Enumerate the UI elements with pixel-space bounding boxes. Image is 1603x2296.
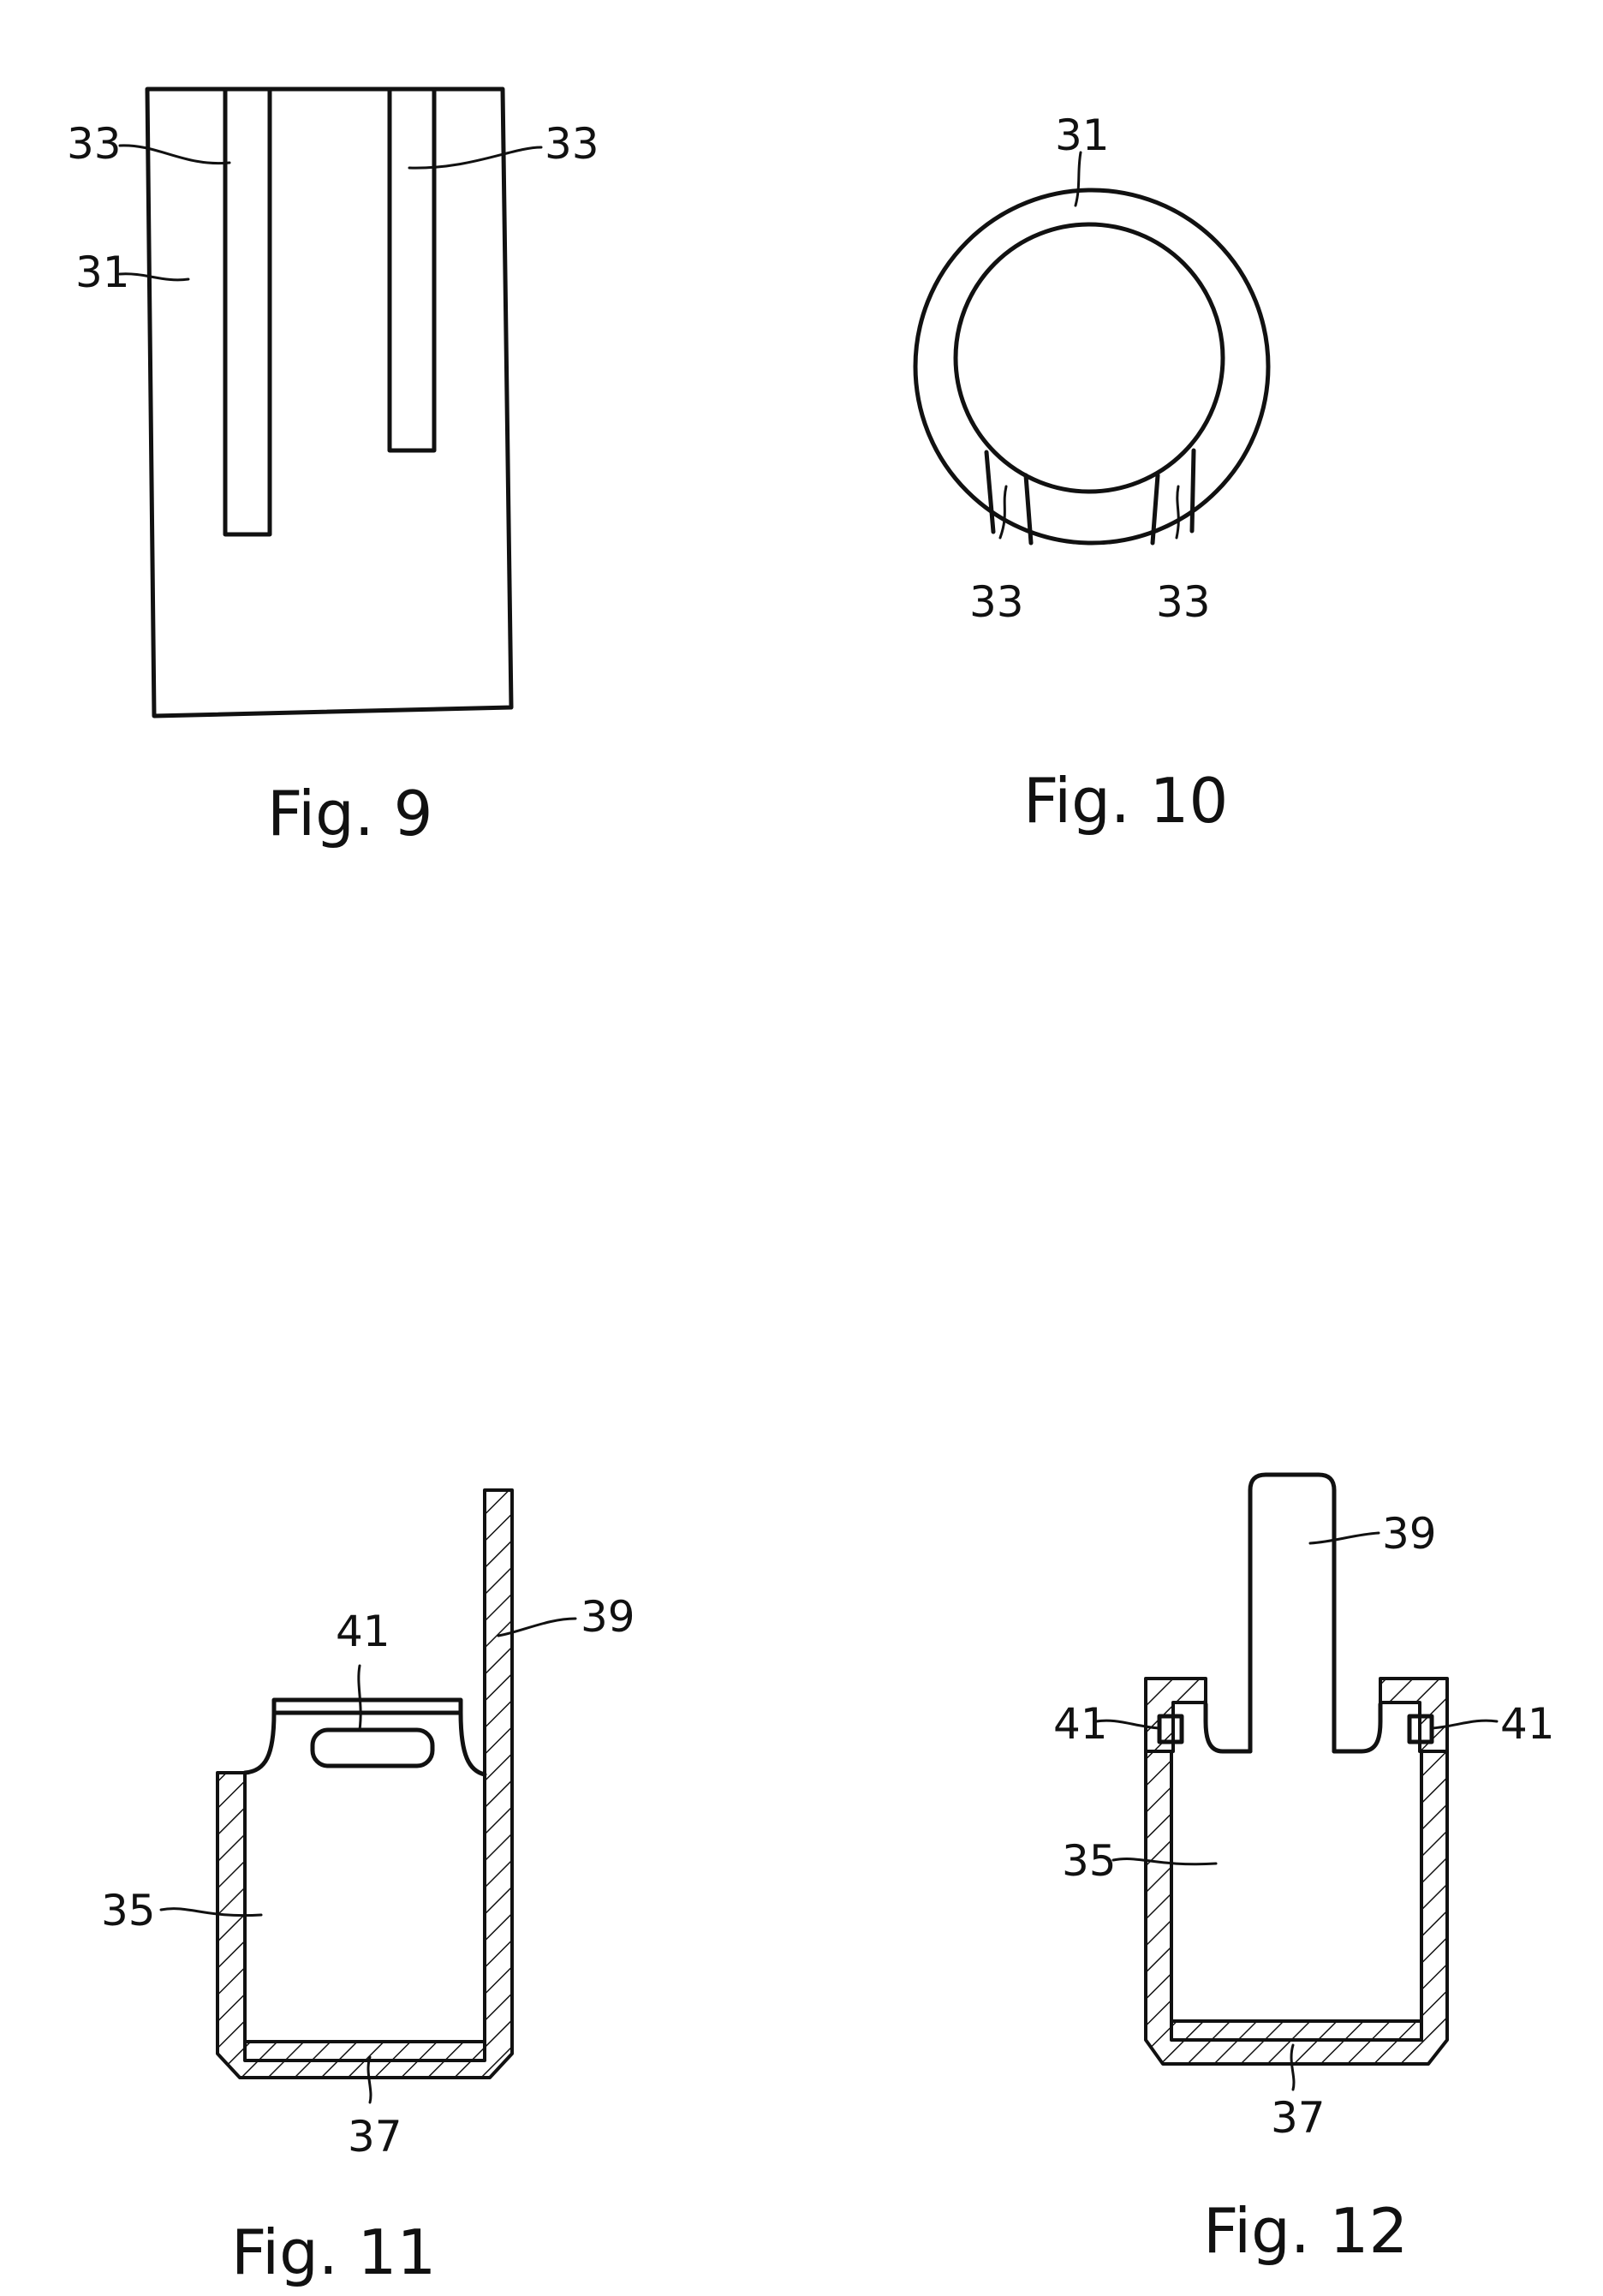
fig11-cup-section: [216, 1488, 514, 2079]
fig12-label-latch-left: 41: [1053, 1699, 1108, 1749]
fig11-label-window: 41: [336, 1607, 390, 1656]
fig12-shoulder-left: [1203, 1702, 1253, 1754]
figure-9: 33 33 31 Fig. 9: [67, 86, 599, 850]
fig10-slot-left-edge-b: [1023, 473, 1034, 546]
fig10-label-ring: 31: [1055, 110, 1110, 160]
fig9-label-slot-left: 33: [67, 119, 122, 169]
fig9-caption: Fig. 9: [267, 778, 432, 850]
fig10-leader-slot-left: [998, 485, 1008, 540]
fig11-leader-base: [366, 2055, 372, 2104]
fig11-label-cup: 35: [101, 1886, 156, 1935]
fig9-label-slot-right: 33: [545, 119, 599, 169]
fig10-slot-right-edge-b: [1189, 448, 1196, 534]
fig10-outer-ring: [913, 188, 1271, 546]
fig12-shoulder-right: [1332, 1702, 1383, 1754]
fig12-leader-latch-right: [1430, 1719, 1499, 1730]
fig12-tab: [1248, 1472, 1337, 1754]
fig12-label-cup: 35: [1062, 1836, 1117, 1886]
fig11-leader-window: [357, 1664, 362, 1732]
fig9-leader-slot-right: [408, 146, 543, 170]
fig12-label-latch-right: 41: [1500, 1699, 1555, 1749]
fig12-cup-section: [1144, 1750, 1449, 2066]
fig12-leader-cup: [1111, 1857, 1218, 1866]
fig11-window: [310, 1727, 435, 1768]
fig12-leader-base: [1290, 2043, 1296, 2091]
fig11-leader-cup: [159, 1907, 263, 1917]
fig10-label-slot-left: 33: [969, 577, 1024, 627]
fig12-caption: Fig. 12: [1203, 2195, 1408, 2267]
fig11-label-tab: 39: [581, 1592, 635, 1642]
fig9-sleeve-outline: [145, 86, 514, 719]
fig11-label-base: 37: [348, 2112, 402, 2162]
fig10-leader-ring: [1074, 151, 1082, 207]
fig9-slot-left: [223, 86, 272, 537]
figure-10: 31 33 33 Fig. 10: [913, 110, 1271, 837]
fig9-label-body: 31: [75, 247, 130, 297]
fig9-leader-slot-left: [118, 144, 231, 165]
fig11-caption: Fig. 11: [231, 2216, 436, 2288]
fig11-upper-rim: [242, 1697, 487, 1777]
fig10-slot-left-edge-a: [984, 450, 996, 534]
fig12-label-base: 37: [1271, 2093, 1326, 2143]
fig12-base-plate: [1170, 2019, 1423, 2042]
fig10-caption: Fig. 10: [1023, 765, 1228, 837]
fig12-label-tab: 39: [1382, 1509, 1437, 1559]
fig9-slot-right: [387, 86, 437, 453]
fig9-leader-body: [118, 272, 190, 282]
figure-11: 41 39 35 37 Fig. 11: [101, 1488, 635, 2288]
fig10-label-slot-right: 33: [1156, 577, 1211, 627]
fig11-base-plate: [243, 2040, 486, 2062]
fig10-slot-right-edge-a: [1150, 473, 1160, 546]
fig11-leader-tab: [497, 1617, 577, 1637]
fig10-inner-bore: [953, 222, 1225, 494]
fig10-leader-slot-right: [1175, 485, 1180, 540]
fig12-leader-latch-left: [1094, 1719, 1161, 1730]
figure-12: 39 41 41 35 37 Fig. 12: [1053, 1472, 1555, 2267]
fig12-leader-tab: [1308, 1531, 1380, 1545]
